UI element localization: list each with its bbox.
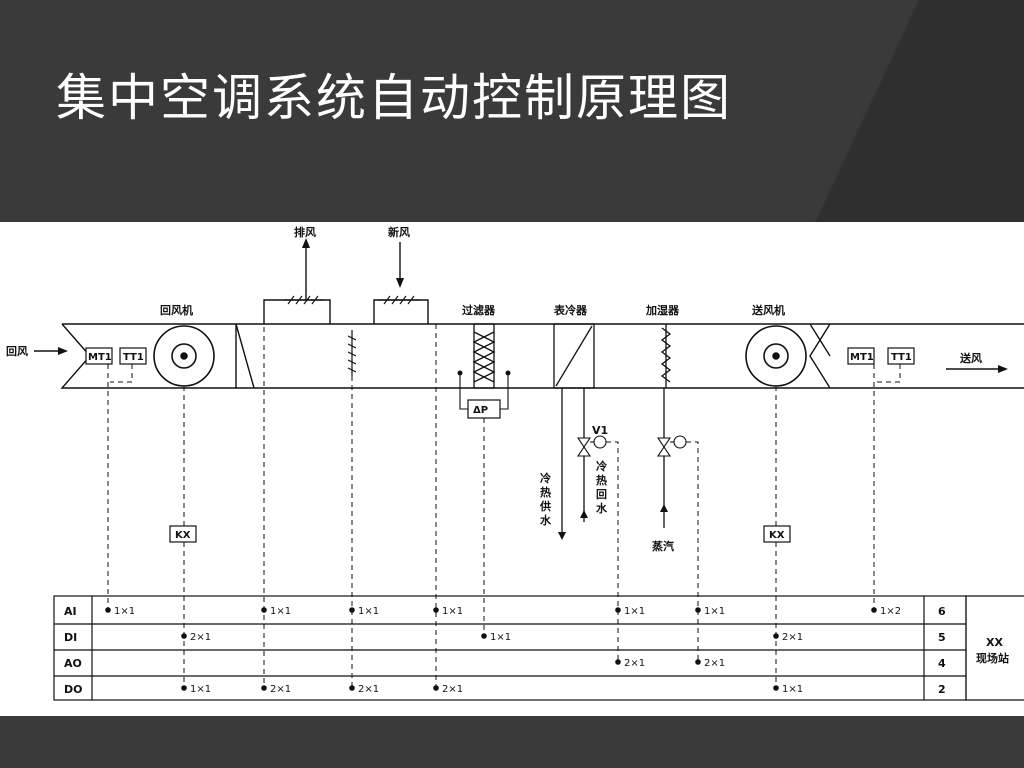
- chw-return-char-2: 热: [596, 473, 607, 487]
- diagram-panel: 排风 新风 回风机 过滤器 表冷器 加湿器 送风机 回风 送风 MT1 TT1 …: [0, 222, 1024, 716]
- io-point: 1×1: [624, 606, 645, 617]
- kx-left-box: [169, 525, 197, 543]
- chw-supply-char-3: 供: [539, 499, 551, 513]
- hvac-control-diagram: 排风 新风 回风机 过滤器 表冷器 加湿器 送风机 回风 送风 MT1 TT1 …: [6, 225, 1024, 701]
- io-point: 1×1: [190, 684, 211, 695]
- supply-air-arrowhead: [998, 365, 1008, 373]
- io-count-di: 5: [938, 631, 946, 644]
- fresh-air-arrowhead: [396, 278, 404, 288]
- return-inlet-shape: [60, 323, 237, 389]
- io-point: 2×1: [358, 684, 379, 695]
- io-point: 2×1: [624, 658, 645, 669]
- chw-supply-char-1: 冷: [540, 471, 551, 485]
- exhaust-air-label: 排风: [294, 225, 316, 239]
- steam-valve: [656, 437, 672, 457]
- io-point: 1×1: [358, 606, 379, 617]
- v1-label: V1: [592, 424, 608, 437]
- return-fan-label: 回风机: [160, 303, 193, 317]
- mt1-right-text: MT1: [850, 352, 874, 363]
- slide-footer-band: [0, 716, 1024, 768]
- io-point: 2×1: [782, 632, 803, 643]
- io-point: 2×1: [442, 684, 463, 695]
- io-point: 2×1: [704, 658, 725, 669]
- supply-housing-line: [809, 323, 831, 357]
- io-point: 1×1: [442, 606, 463, 617]
- io-point: 2×1: [270, 684, 291, 695]
- tt1-left-box: [119, 347, 147, 365]
- v1-valve: [576, 437, 592, 457]
- surface-cooler-unit: [553, 323, 595, 389]
- filter-label: 过滤器: [462, 303, 496, 317]
- io-count-ao: 4: [938, 657, 946, 670]
- return-air-arrowhead: [58, 347, 68, 355]
- io-count-ai: 6: [938, 605, 946, 618]
- io-point: 1×1: [114, 606, 135, 617]
- chw-return-char-1: 冷: [596, 459, 607, 473]
- chw-supply-char-2: 热: [540, 485, 551, 499]
- fresh-air-label: 新风: [388, 225, 410, 239]
- io-point: 1×1: [490, 632, 511, 643]
- chw-return-char-4: 水: [596, 501, 608, 515]
- io-row-ai: AI: [64, 605, 77, 618]
- io-point: 1×2: [880, 606, 901, 617]
- io-point: 1×1: [782, 684, 803, 695]
- slide-header: 集中空调系统自动控制原理图: [0, 0, 1024, 222]
- return-fan-divider: [235, 323, 255, 389]
- mt1-left-box: [85, 347, 113, 365]
- io-point: 1×1: [270, 606, 291, 617]
- kx-right-text: KX: [769, 530, 785, 541]
- io-point: 1×1: [704, 606, 725, 617]
- dp-text: ΔP: [473, 405, 488, 416]
- io-point: 2×1: [190, 632, 211, 643]
- station-label-line1: XX: [986, 636, 1003, 649]
- io-table: [53, 595, 1024, 701]
- humidifier-label: 加湿器: [645, 303, 680, 317]
- station-label-line2: 现场站: [976, 651, 1009, 665]
- io-count-do: 2: [938, 683, 946, 696]
- exhaust-arrowhead: [302, 238, 310, 248]
- filter-unit: [472, 323, 496, 389]
- supply-outlet-shape: [809, 323, 831, 389]
- slide-title: 集中空调系统自动控制原理图: [56, 69, 732, 127]
- tt1-left-text: TT1: [123, 352, 144, 363]
- tt1-right-text: TT1: [891, 352, 912, 363]
- chw-return-char-3: 回: [596, 487, 607, 501]
- io-row-di: DI: [64, 631, 77, 644]
- steam-label: 蒸汽: [652, 539, 674, 553]
- kx-right-box: [763, 525, 791, 543]
- surface-cooler-label: 表冷器: [553, 303, 588, 317]
- mt1-right-box: [847, 347, 875, 365]
- supply-air-label: 送风: [959, 351, 982, 365]
- mt1-left-text: MT1: [88, 352, 112, 363]
- io-row-ao: AO: [64, 657, 82, 670]
- header-decoration: [804, 0, 1024, 222]
- humidifier-unit: [660, 324, 672, 388]
- tt1-right-box: [887, 347, 915, 365]
- chw-supply-char-4: 水: [540, 513, 552, 527]
- return-air-label: 回风: [6, 344, 28, 358]
- io-row-do: DO: [64, 683, 82, 696]
- supply-fan-label: 送风机: [751, 303, 785, 317]
- kx-left-text: KX: [175, 530, 191, 541]
